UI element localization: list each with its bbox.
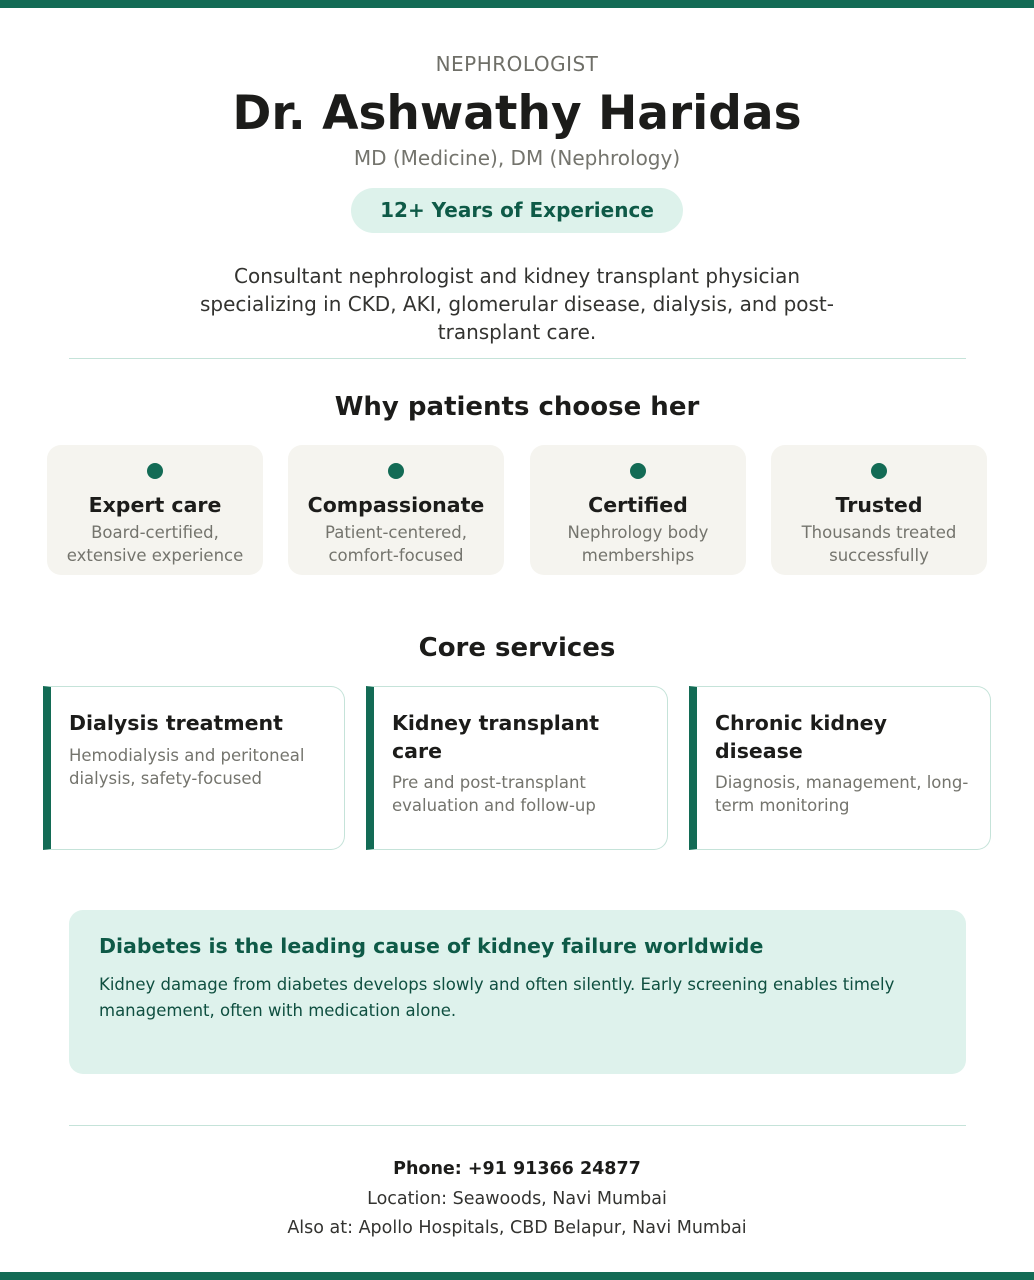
credentials: MD (Medicine), DM (Nephrology) xyxy=(353,146,681,170)
specialty-label: NEPHROLOGIST xyxy=(435,52,599,76)
callout-title: Diabetes is the leading cause of kidney … xyxy=(99,934,764,958)
intro-text: Consultant nephrologist and kidney trans… xyxy=(200,264,834,344)
dot-icon xyxy=(871,463,887,479)
why-section-title: Why patients choose her xyxy=(334,392,700,422)
feature-title: Certified xyxy=(588,493,688,517)
secondary-location-text: Also at: Apollo Hospitals, CBD Belapur, … xyxy=(287,1218,747,1238)
service-card: Chronic kidney disease Diagnosis, manage… xyxy=(689,686,991,850)
service-description: Diagnosis, management, long-term monitor… xyxy=(715,773,969,815)
service-title: Chronic kidney disease xyxy=(715,711,887,763)
divider xyxy=(69,1125,966,1126)
feature-card: Expert care Board-certified, extensive e… xyxy=(47,445,263,575)
location-text: Location: Seawoods, Navi Mumbai xyxy=(367,1189,667,1209)
service-description: Pre and post-transplant evaluation and f… xyxy=(392,773,596,815)
doctor-name: Dr. Ashwathy Haridas xyxy=(232,86,802,141)
service-title: Kidney transplant care xyxy=(392,711,600,763)
dot-icon xyxy=(630,463,646,479)
feature-description: Thousands treated successfully xyxy=(801,523,957,565)
feature-title: Expert care xyxy=(88,493,222,517)
callout-text: Kidney damage from diabetes develops slo… xyxy=(99,975,895,1020)
services-section-title: Core services xyxy=(418,633,616,663)
experience-badge: 12+ Years of Experience xyxy=(351,188,683,233)
service-description: Hemodialysis and peritoneal dialysis, sa… xyxy=(69,746,305,788)
service-title: Dialysis treatment xyxy=(69,711,283,735)
service-card: Dialysis treatment Hemodialysis and peri… xyxy=(43,686,345,850)
feature-description: Nephrology body memberships xyxy=(567,523,709,565)
dot-icon xyxy=(147,463,163,479)
feature-description: Board-certified, extensive experience xyxy=(66,523,244,565)
feature-title: Compassionate xyxy=(307,493,485,517)
dot-icon xyxy=(388,463,404,479)
divider xyxy=(69,358,966,359)
feature-card: Trusted Thousands treated successfully xyxy=(771,445,987,575)
feature-card: Certified Nephrology body memberships xyxy=(530,445,746,575)
feature-description: Patient-centered, comfort-focused xyxy=(325,523,467,565)
top-accent-bar xyxy=(0,0,1034,8)
diabetes-callout: Diabetes is the leading cause of kidney … xyxy=(69,910,966,1074)
phone-number[interactable]: Phone: +91 91366 24877 xyxy=(393,1159,641,1179)
feature-title: Trusted xyxy=(835,493,923,517)
bottom-accent-bar xyxy=(0,1272,1034,1280)
feature-card: Compassionate Patient-centered, comfort-… xyxy=(288,445,504,575)
service-card: Kidney transplant care Pre and post-tran… xyxy=(366,686,668,850)
